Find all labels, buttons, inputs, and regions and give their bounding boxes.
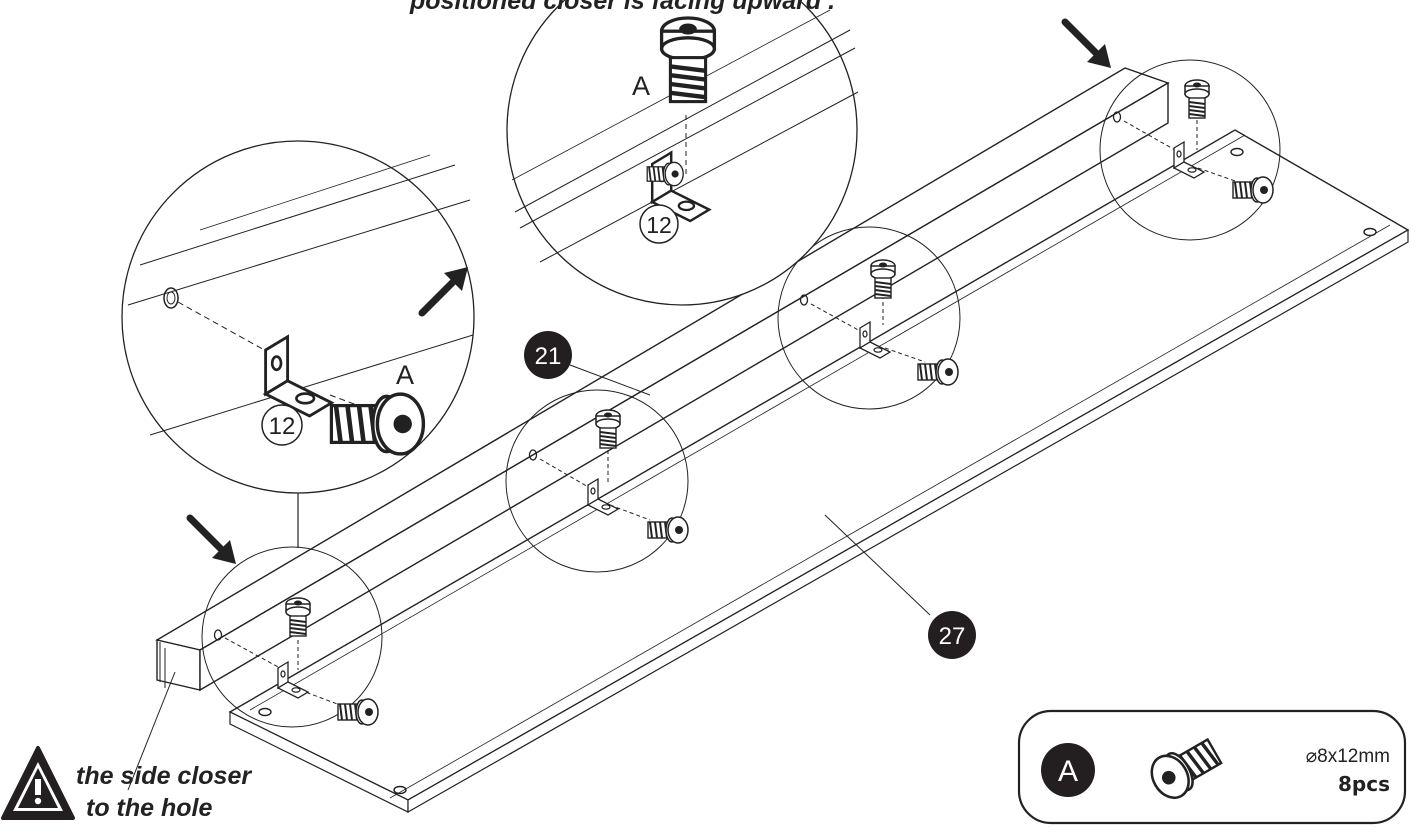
bracket-callout-left: 12 — [261, 404, 303, 446]
warning-line-1: the side closer — [76, 762, 252, 790]
hardware-letter: A — [1058, 755, 1078, 788]
hardware-size: ⌀8x12mm — [1306, 746, 1390, 767]
part-badge-27: 27 — [928, 611, 976, 659]
detail-circle-3 — [777, 226, 961, 410]
bracket-number: 12 — [646, 212, 672, 238]
hardware-letter-badge — [1041, 743, 1095, 797]
screw-letter-top: A — [632, 71, 650, 101]
instruction-header: positioned closer is facing upward . — [410, 0, 836, 15]
leader-warning — [127, 671, 176, 791]
hardware-box: A ⌀8x12mm 8pcs — [1017, 709, 1407, 825]
zoom-detail-top — [506, 0, 859, 306]
panel-27 — [228, 129, 1410, 814]
bracket-callout-top: 12 — [639, 204, 679, 244]
bracket-number: 12 — [269, 413, 296, 440]
leader-21 — [569, 364, 651, 396]
screw-letter-left: A — [396, 360, 414, 390]
panel-21 — [155, 67, 1170, 692]
part-badge-21: 21 — [524, 331, 572, 379]
arrow-icon — [190, 518, 236, 564]
hardware-quantity: 8pcs — [1338, 772, 1390, 796]
detail-circle-1 — [201, 546, 383, 728]
part-number-27: 27 — [939, 623, 966, 650]
zoom-detail-left — [121, 140, 475, 548]
leader-27 — [824, 514, 931, 616]
warning-line-2: to the hole — [86, 794, 213, 822]
detail-circle-4 — [1099, 59, 1281, 241]
part-number-21: 21 — [535, 343, 562, 370]
warning-triangle-icon — [1, 746, 75, 820]
arrow-icon — [1065, 22, 1111, 68]
detail-circle-2 — [505, 389, 689, 573]
